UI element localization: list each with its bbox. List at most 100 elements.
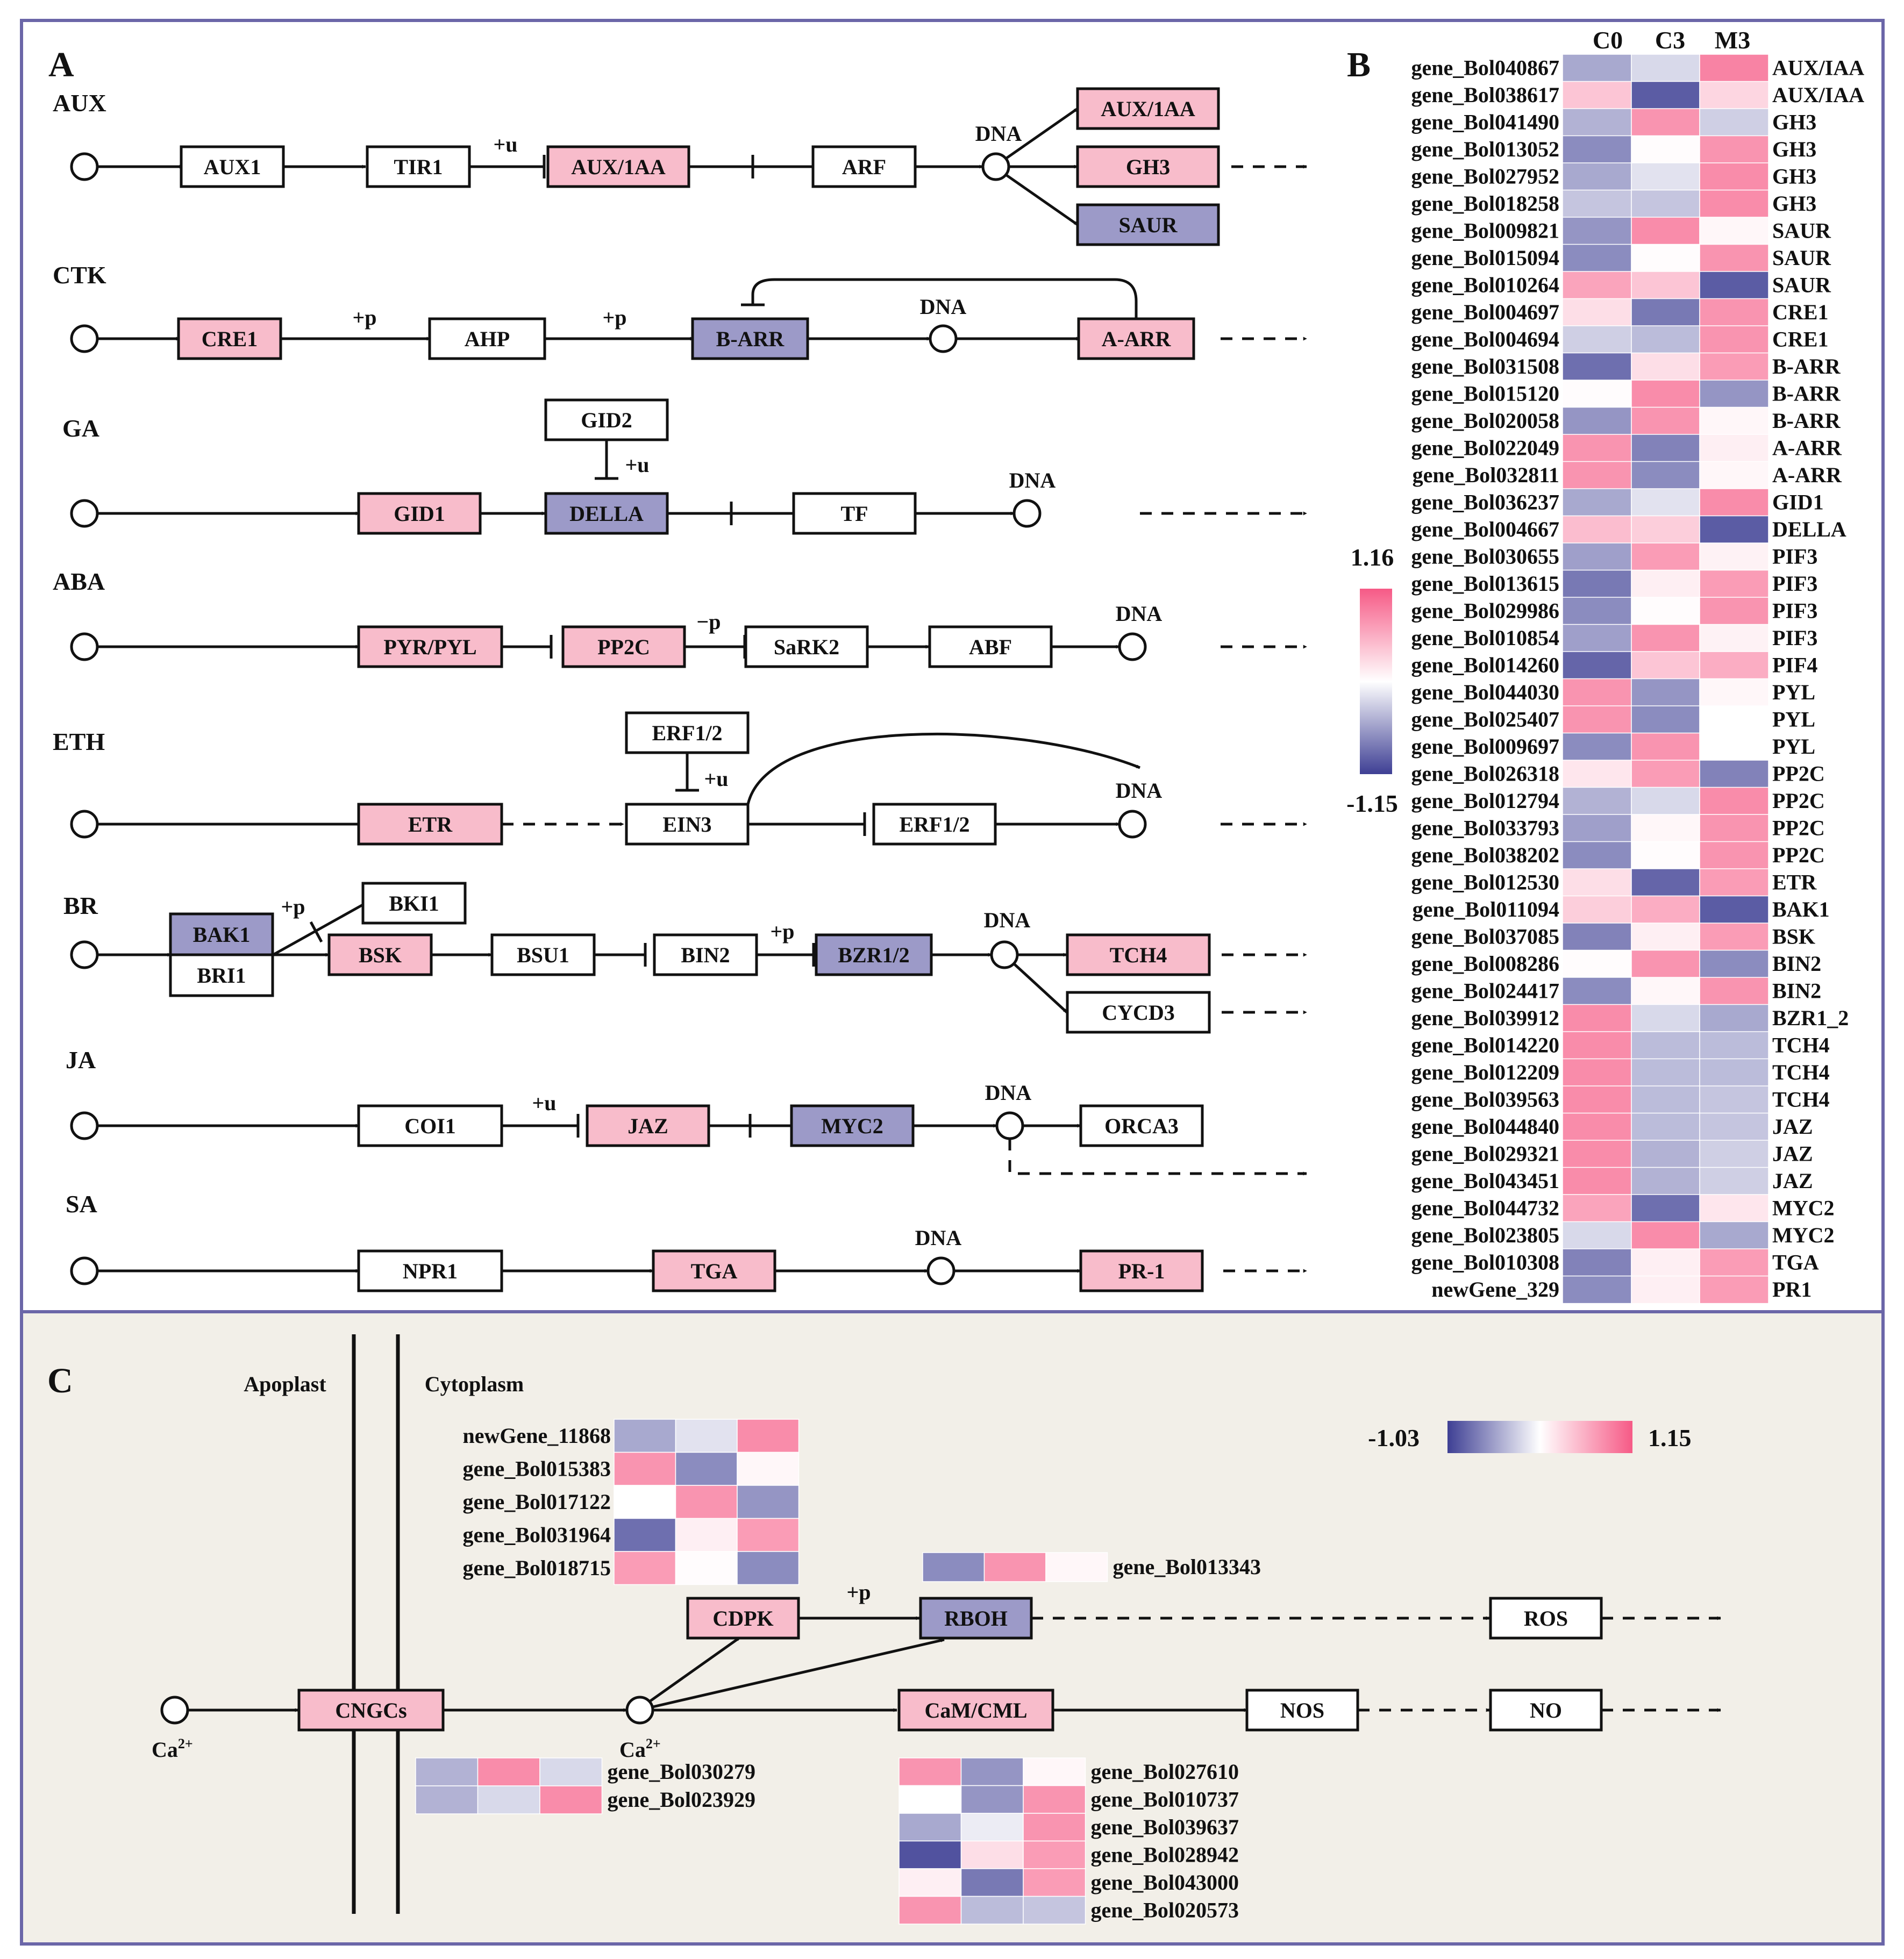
node-tga xyxy=(652,1249,776,1292)
heatmap-col-c3: C3 xyxy=(1655,26,1685,54)
heatmap-b-annotation: CRE1 xyxy=(1772,300,1828,324)
node-label-jaz: JAZ xyxy=(627,1114,668,1138)
heatmap-b-annotation: ETR xyxy=(1772,870,1817,894)
heatmap-b-gene-label: gene_Bol023805 xyxy=(1411,1223,1559,1247)
heatmap-b-cell xyxy=(1699,1004,1769,1033)
node-bzr12 xyxy=(815,933,933,976)
heatmap-cam-cell xyxy=(960,1896,1024,1925)
node-gid2 xyxy=(544,398,669,441)
heatmap-b-cell xyxy=(1631,760,1700,788)
heatmap-b-cell xyxy=(1631,977,1700,1005)
heatmap-b-cell xyxy=(1562,1004,1632,1033)
node-orca3 xyxy=(1079,1104,1204,1147)
heatmap-b-cell xyxy=(1631,624,1700,653)
ca-superscript: 2+ xyxy=(646,1736,661,1751)
heatmap-b-gene-label: gene_Bol029321 xyxy=(1411,1141,1559,1166)
heatmap-b-scale-min: -1.15 xyxy=(1346,790,1398,817)
heatmap-b-cell xyxy=(1631,162,1700,191)
row-title-ga: GA xyxy=(62,414,99,442)
heatmap-cngcs-cell xyxy=(477,1757,540,1786)
heatmap-cdpk-cell xyxy=(614,1452,676,1486)
heatmap-cdpk-cell xyxy=(614,1551,676,1585)
heatmap-b-cell xyxy=(1699,54,1769,82)
row-title-aba: ABA xyxy=(53,568,105,595)
heatmap-b-cell xyxy=(1562,515,1632,544)
heatmap-b-gene-label: gene_Bol010308 xyxy=(1411,1250,1559,1274)
node-label-tch4: TCH4 xyxy=(1110,943,1167,967)
node-label-coi1: COI1 xyxy=(404,1114,456,1138)
heatmap-b-annotation: BSK xyxy=(1772,924,1815,948)
heatmap-b-colorbar xyxy=(1360,589,1392,774)
node-label-aarr: A-ARR xyxy=(1102,327,1172,351)
heatmap-col-c0: C0 xyxy=(1593,26,1623,54)
heatmap-b-annotation: JAZ xyxy=(1772,1169,1813,1193)
ga-plus-u: +u xyxy=(625,453,649,477)
heatmap-b-gene-label: gene_Bol013615 xyxy=(1411,571,1559,596)
heatmap-b-cell xyxy=(1562,651,1632,680)
heatmap-b-annotation: GH3 xyxy=(1772,137,1816,161)
heatmap-b-cell xyxy=(1562,271,1632,299)
heatmap-b-gene-label: gene_Bol031508 xyxy=(1411,354,1559,378)
br-plus-p-2: +p xyxy=(770,919,794,943)
node-label-myc2: MYC2 xyxy=(821,1114,883,1138)
heatmap-b-gene-label: gene_Bol039912 xyxy=(1411,1006,1559,1030)
heatmap-b-annotation: PP2C xyxy=(1772,843,1825,867)
heatmap-b-cell xyxy=(1631,923,1700,951)
heatmap-cam-gene-label: gene_Bol010737 xyxy=(1091,1787,1239,1811)
heatmap-cam-cell xyxy=(960,1868,1024,1897)
heatmap-b-cell xyxy=(1631,597,1700,625)
aux-start-circle xyxy=(70,152,99,181)
node-arf xyxy=(811,145,917,188)
node-label-rboh: RBOH xyxy=(944,1606,1008,1631)
node-label-pp2c: PP2C xyxy=(597,635,650,659)
panel-a-label: A xyxy=(48,45,74,84)
heatmap-b-cell xyxy=(1631,1221,1700,1250)
node-bak1 xyxy=(169,912,274,956)
heatmap-b-annotation: TCH4 xyxy=(1772,1060,1830,1084)
heatmap-b-cell xyxy=(1562,814,1632,842)
heatmap-b-cell xyxy=(1699,569,1769,598)
heatmap-b-cell xyxy=(1562,787,1632,816)
heatmap-b-annotation: PYL xyxy=(1772,680,1815,704)
heatmap-rboh-cell xyxy=(983,1552,1046,1582)
heatmap-c-colorbar xyxy=(1447,1421,1632,1453)
heatmap-cdpk-cell xyxy=(614,1485,676,1519)
ga-start-circle xyxy=(70,499,99,528)
heatmap-b-cell xyxy=(1631,705,1700,734)
node-label-sark2: SaRK2 xyxy=(774,635,839,659)
cytoplasm-label: Cytoplasm xyxy=(425,1372,524,1396)
heatmap-cam-cell xyxy=(1023,1785,1086,1814)
br-bki1-line xyxy=(272,902,367,956)
node-label-cre1: CRE1 xyxy=(202,327,258,351)
heatmap-b-cell xyxy=(1562,298,1632,327)
heatmap-b-cell xyxy=(1562,244,1632,273)
heatmap-b-cell xyxy=(1631,1140,1700,1168)
node-nos xyxy=(1245,1689,1359,1732)
heatmap-b-cell xyxy=(1562,352,1632,381)
ja-output-arrow xyxy=(1008,1139,1307,1176)
heatmap-cngcs-cell xyxy=(539,1785,603,1814)
node-gid1 xyxy=(357,492,482,535)
heatmap-cam-cell xyxy=(898,1813,962,1842)
aux-plus-u: +u xyxy=(493,132,517,156)
heatmap-b-cell xyxy=(1699,352,1769,381)
heatmap-cam-cell xyxy=(898,1785,962,1814)
heatmap-b-cell xyxy=(1699,1248,1769,1277)
ctk-plus-p-2: +p xyxy=(602,305,626,330)
heatmap-cngcs-cell xyxy=(539,1757,603,1786)
heatmap-b-annotation: CRE1 xyxy=(1772,327,1828,351)
heatmap-b-annotation: B-ARR xyxy=(1772,409,1841,433)
heatmap-cngcs-gene-label: gene_Bol023929 xyxy=(608,1788,756,1812)
aux-arrow-auxiaa xyxy=(1006,107,1079,160)
heatmap-b-cell xyxy=(1699,461,1769,490)
row-title-eth: ETH xyxy=(53,728,105,755)
heatmap-b-cell xyxy=(1562,923,1632,951)
heatmap-cam-gene-label: gene_Bol039637 xyxy=(1091,1815,1239,1839)
heatmap-cam-cell xyxy=(898,1896,962,1925)
heatmap-b-cell xyxy=(1631,271,1700,299)
heatmap-b-cell xyxy=(1699,1058,1769,1087)
heatmap-b-annotation: BIN2 xyxy=(1772,978,1821,1003)
br-dna-circle xyxy=(990,940,1019,969)
heatmap-b-cell xyxy=(1562,406,1632,435)
